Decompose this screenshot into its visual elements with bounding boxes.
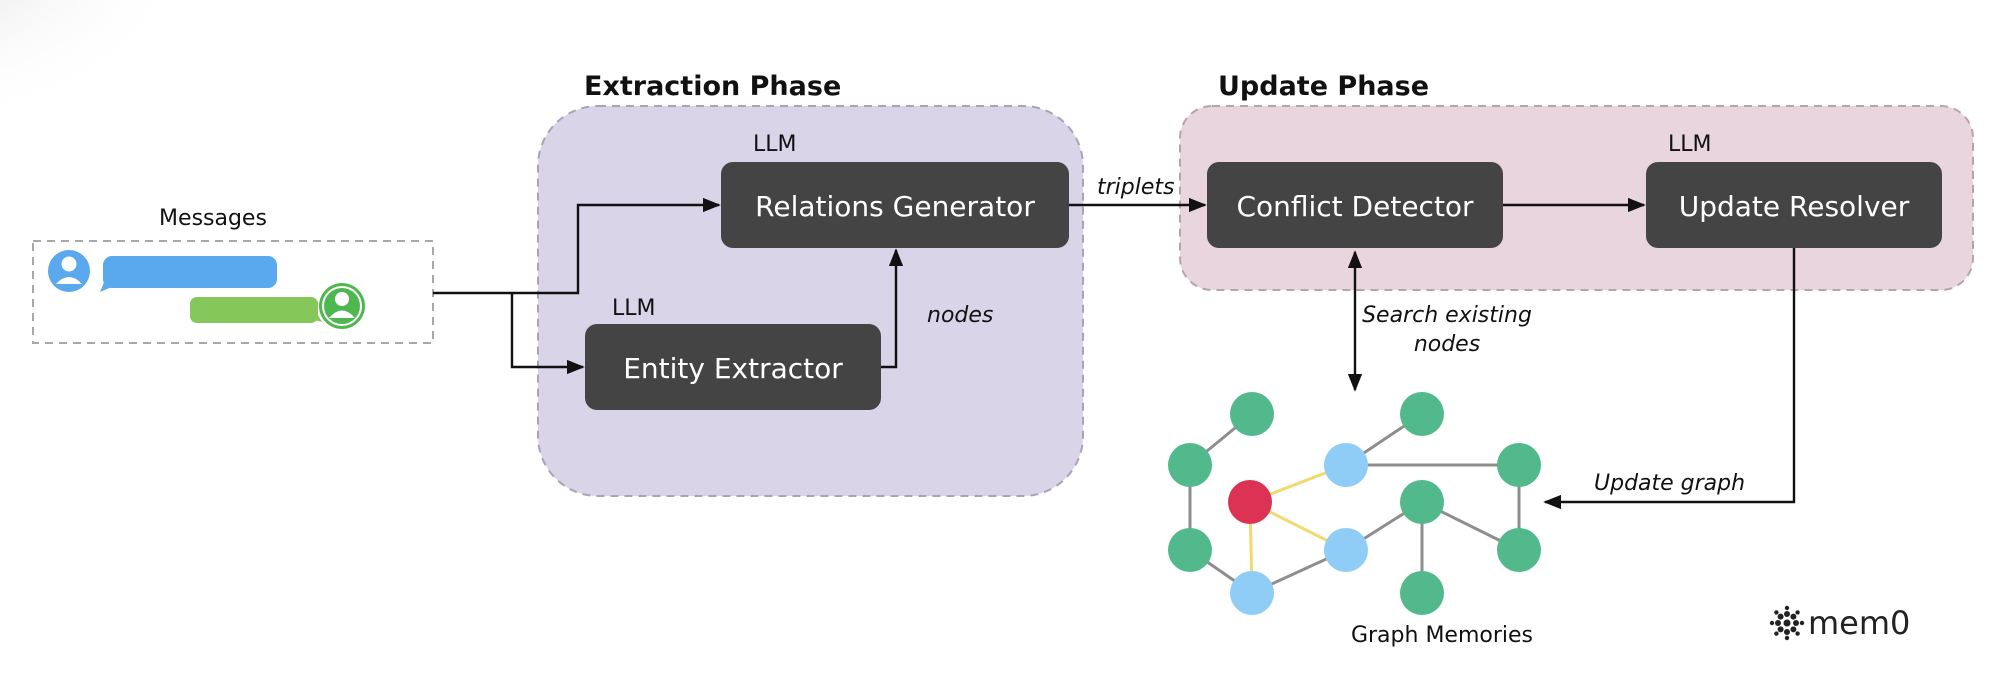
graph-memories <box>1168 392 1541 615</box>
entity-to-relations-arrow <box>881 248 904 369</box>
triplets-label: triplets <box>1097 175 1174 200</box>
relations-generator-box: Relations Generator <box>721 162 1069 248</box>
graph-node <box>1168 528 1212 572</box>
graph-node <box>1497 528 1541 572</box>
graph-node <box>1400 480 1444 524</box>
message-bubble-assistant <box>190 297 322 323</box>
corner-shadow <box>0 0 200 130</box>
graph-node <box>1400 392 1444 436</box>
graph-node <box>1324 443 1368 487</box>
entity-extractor-label: Entity Extractor <box>623 352 843 385</box>
user-avatar-icon <box>48 250 90 292</box>
message-bubble-user <box>100 256 277 292</box>
messages-box <box>32 240 434 344</box>
update-graph-label: Update graph <box>1594 471 1745 496</box>
extraction-phase-title: Extraction Phase <box>584 71 841 102</box>
update-resolver-box: Update Resolver <box>1646 162 1942 248</box>
graph-node <box>1497 443 1541 487</box>
graph-node <box>1230 571 1274 615</box>
graph-node <box>1168 443 1212 487</box>
assistant-avatar-icon <box>319 283 365 329</box>
graph-node <box>1324 528 1368 572</box>
entity-extractor-llm-tag: LLM <box>612 296 656 321</box>
graph-memories-label: Graph Memories <box>1351 623 1533 648</box>
graph-node <box>1400 571 1444 615</box>
mem0-logo-icon <box>1769 605 1805 641</box>
conflict-detector-box: Conflict Detector <box>1207 162 1503 248</box>
entity-extractor-box: Entity Extractor <box>585 324 881 410</box>
update-resolver-llm-tag: LLM <box>1668 132 1712 157</box>
resolver-to-graph-arrow <box>1543 248 1796 510</box>
search-nodes-label: nodes <box>1414 332 1480 357</box>
messages-to-relations-arrow <box>433 197 721 295</box>
messages-label: Messages <box>159 206 267 231</box>
search-existing-label: Search existing <box>1362 303 1532 328</box>
update-resolver-label: Update Resolver <box>1679 190 1910 223</box>
nodes-label: nodes <box>927 303 993 328</box>
relations-generator-llm-tag: LLM <box>753 132 797 157</box>
messages-to-entity-arrow <box>510 293 585 375</box>
relations-generator-label: Relations Generator <box>755 190 1035 223</box>
conflict-detector-label: Conflict Detector <box>1236 190 1474 223</box>
brand-name: mem0 <box>1808 604 1910 642</box>
graph-node <box>1230 392 1274 436</box>
graph-node-highlighted <box>1228 480 1272 524</box>
update-phase-title: Update Phase <box>1218 71 1429 102</box>
